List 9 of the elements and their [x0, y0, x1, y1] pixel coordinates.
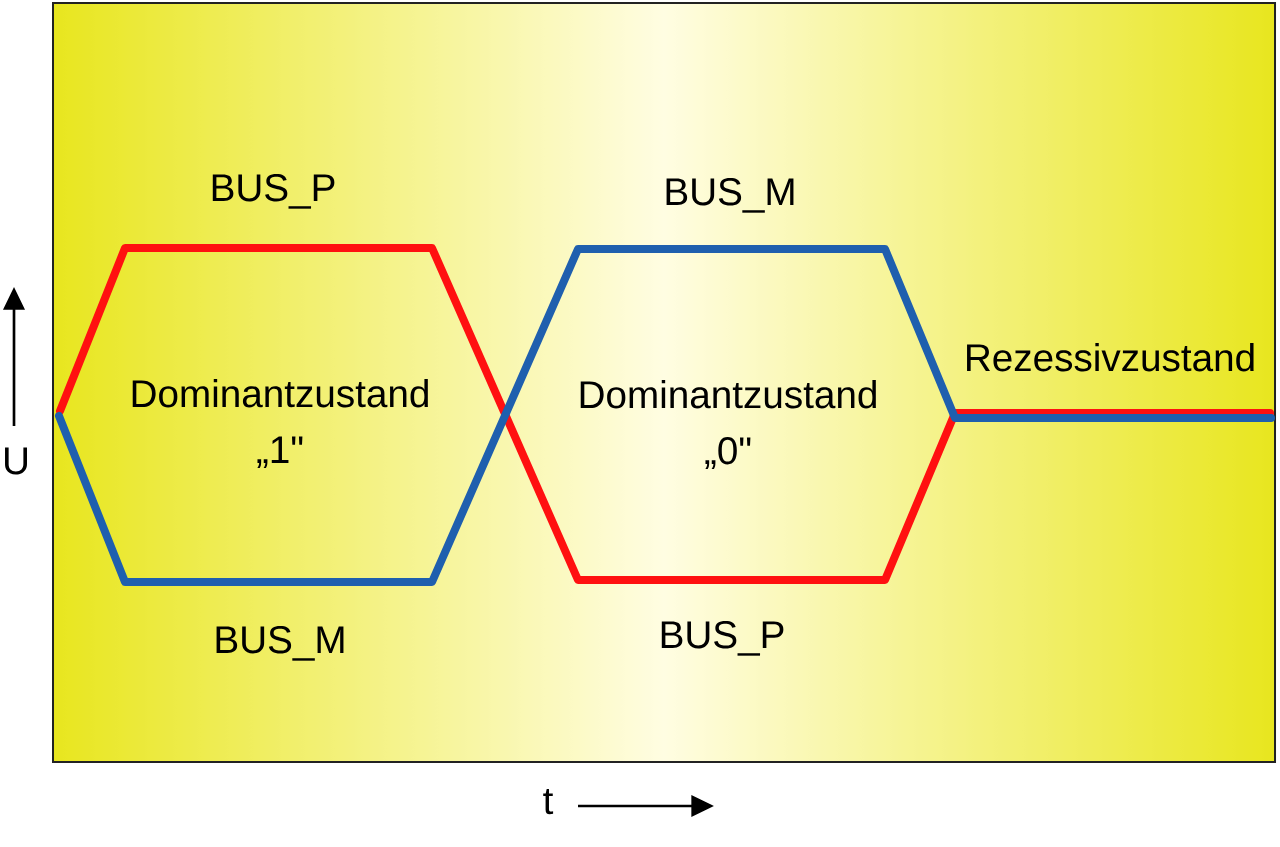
state-label: Dominantzustand „0" — [580, 380, 876, 469]
state-label: Dominantzustand „1" — [132, 379, 428, 468]
signal-label: BUS_P — [661, 621, 784, 656]
axis-label: t — [543, 789, 554, 815]
signal-label: BUS_P — [212, 174, 335, 209]
signal-label: BUS_M — [216, 626, 344, 661]
signal-label: BUS_M — [666, 178, 794, 213]
axis-label: U — [5, 447, 27, 475]
state-label: Rezessivzustand — [967, 343, 1254, 372]
